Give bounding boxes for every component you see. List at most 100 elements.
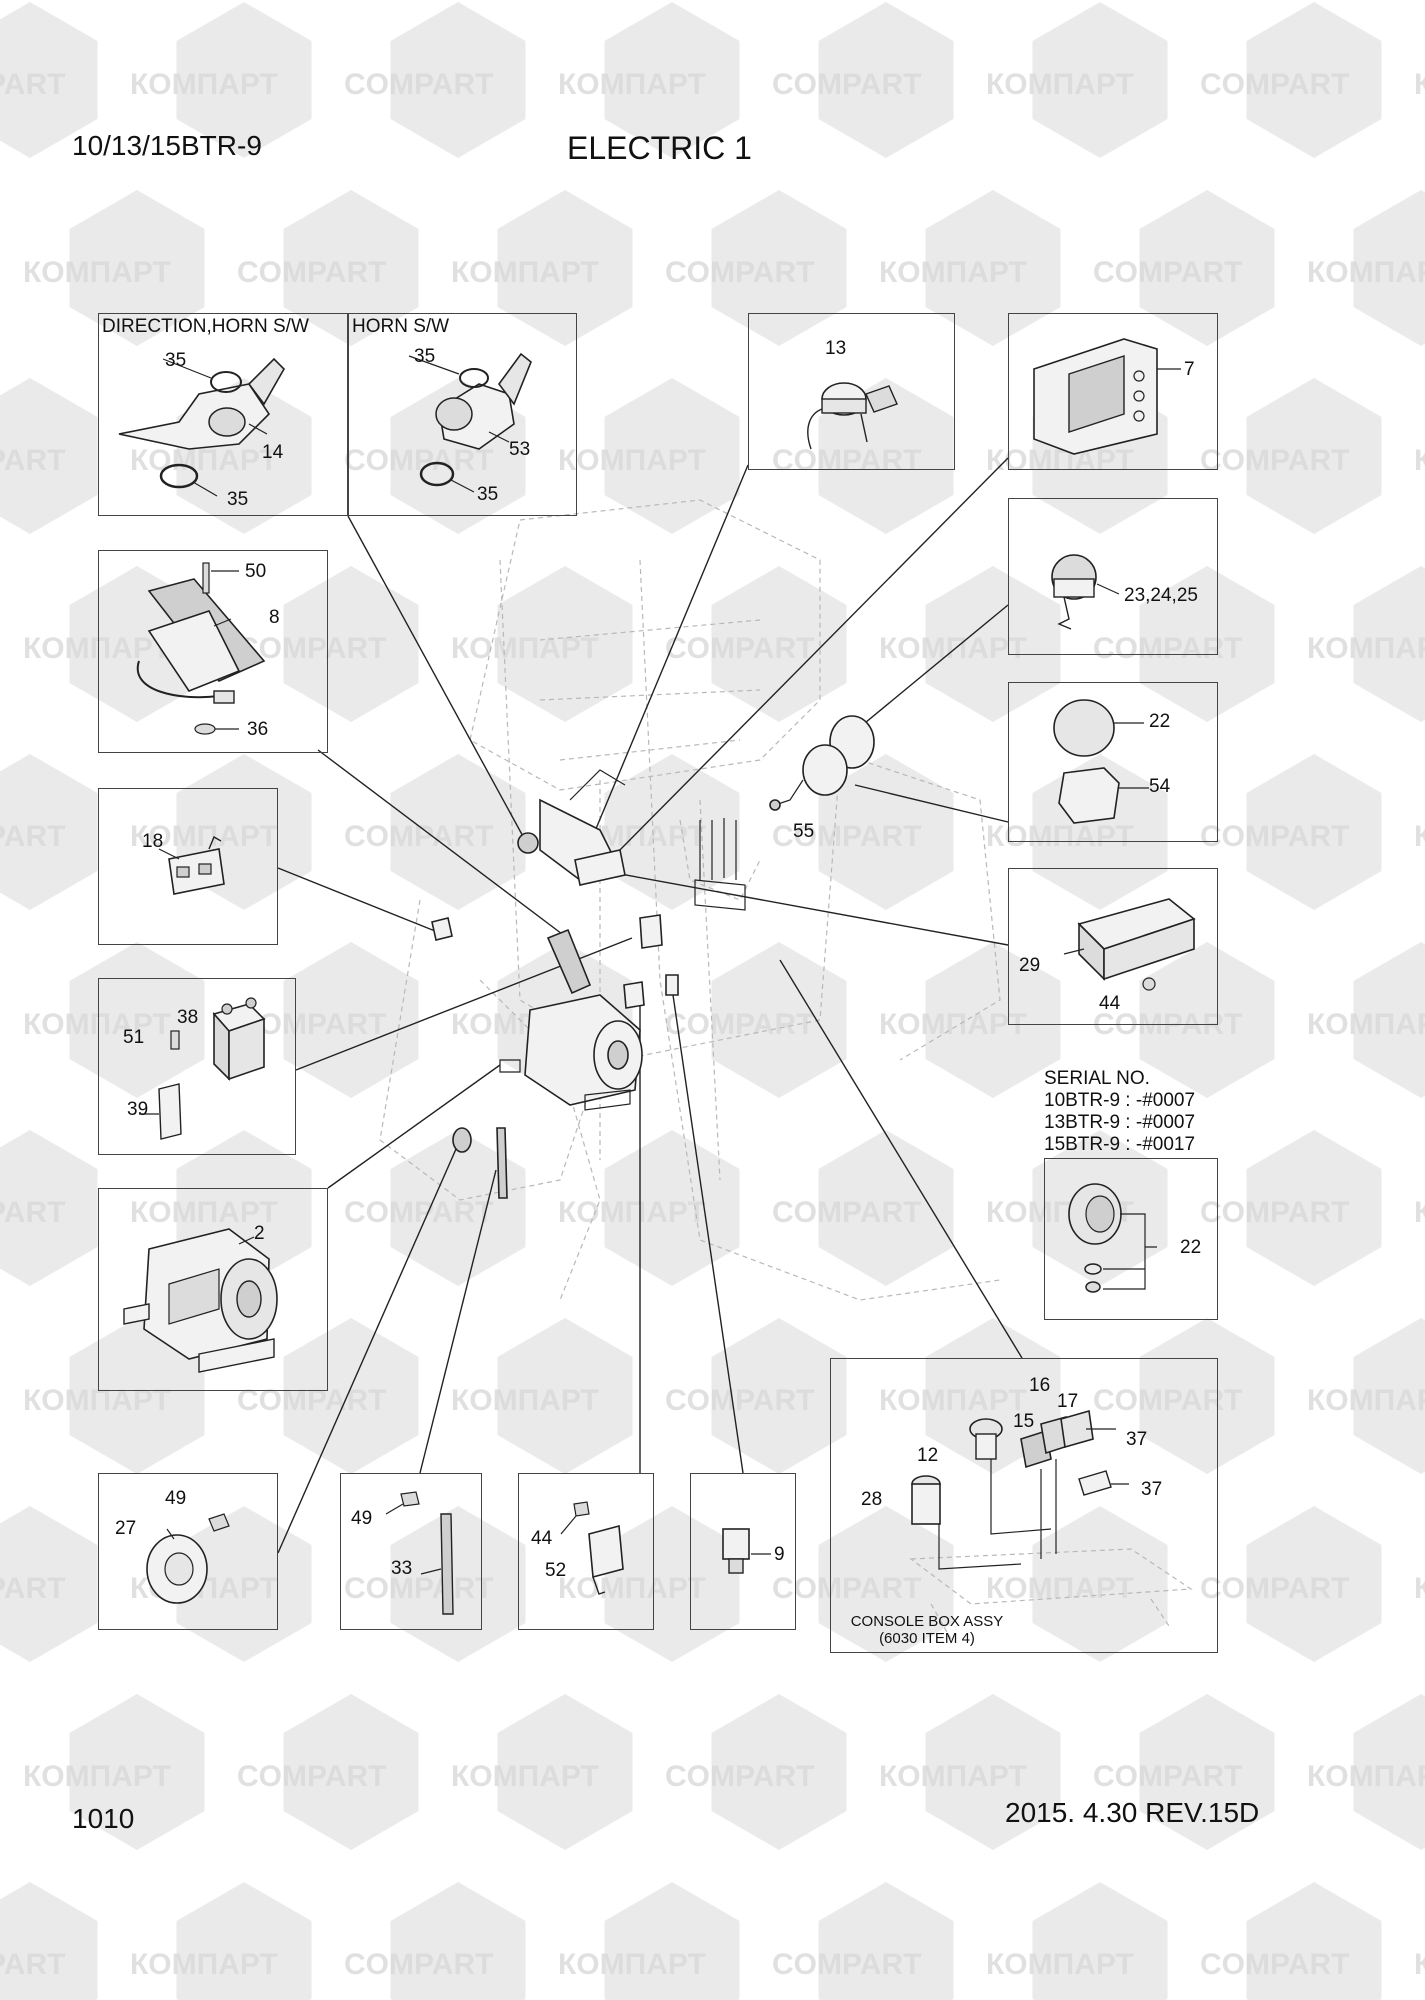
connector-drawing: [158, 835, 225, 895]
callout-38: 38: [177, 1007, 199, 1028]
watermark-hexagon: [390, 2, 526, 158]
watermark-hexagon: [1139, 1318, 1275, 1474]
callout-52: 52: [545, 1560, 567, 1581]
serial-lamp-drawing: [1068, 1183, 1157, 1293]
watermark-hexagon: [818, 1506, 954, 1662]
watermark-text: КОМПАРТ: [1414, 444, 1425, 477]
watermark-text: КОМПАРТ: [1414, 1196, 1425, 1229]
watermark-hexagon: [925, 942, 1061, 1098]
page-number: 1010: [72, 1803, 135, 1834]
watermark-hexagon: [0, 1130, 98, 1286]
box-key-switch: 13: [748, 313, 955, 470]
watermark-hexagon: [925, 190, 1061, 346]
watermark-hexagon: [497, 1318, 633, 1474]
main-assembly-parts: [431, 715, 875, 1199]
relay-drawing: [560, 1501, 624, 1595]
watermark-hexagon: [1246, 754, 1382, 910]
box-title: HORN S/W: [352, 316, 450, 337]
box-ground-strap: 49 33: [340, 1473, 482, 1630]
watermark-hexagon: [69, 1694, 205, 1850]
callout-35: 35: [227, 489, 249, 510]
watermark-hexagon: [711, 942, 847, 1098]
callout-7: 7: [1184, 359, 1195, 380]
callout-37: 37: [1141, 1479, 1163, 1500]
watermark-hexagon: [1139, 190, 1275, 346]
callout-35: 35: [477, 484, 499, 505]
callout-55: 55: [793, 821, 815, 842]
watermark-hexagon: [711, 190, 847, 346]
callout-14: 14: [262, 442, 284, 463]
watermark-hexagon: [1353, 1694, 1425, 1850]
serial-line-10btr: 10BTR-9 : -#0007: [1044, 1090, 1196, 1111]
watermark-hexagon: [604, 1882, 740, 2000]
callout-12: 12: [917, 1445, 939, 1466]
pressure-switch-drawing: [722, 1528, 771, 1574]
watermark-hexagon: [1353, 942, 1425, 1098]
box-relay: 44 52: [518, 1473, 654, 1630]
watermark-hexagon: [1353, 190, 1425, 346]
serial-heading: SERIAL NO.: [1044, 1068, 1150, 1089]
watermark-hexagon: [818, 754, 954, 910]
watermark-hexagon: [390, 754, 526, 910]
horn-buzzer-drawing: [146, 1513, 230, 1604]
watermark-hexagon: [0, 1506, 98, 1662]
watermark-hexagon: [1139, 942, 1275, 1098]
callout-23-24-25: 23,24,25: [1124, 585, 1198, 606]
watermark-hexagon: [1246, 1506, 1382, 1662]
callout-35: 35: [414, 346, 436, 367]
box-horn-switch: HORN S/W 35 53 35: [348, 313, 577, 516]
watermark-hexagon: [0, 754, 98, 910]
callout-35: 35: [165, 350, 187, 371]
serial-line-13btr: 13BTR-9 : -#0007: [1044, 1112, 1196, 1133]
watermark-hexagon: [390, 1882, 526, 2000]
lamps-drawing: [1053, 699, 1149, 824]
watermark-hexagon: [0, 1882, 98, 2000]
watermark-hexagon: [1246, 1882, 1382, 2000]
callout-27: 27: [115, 1518, 137, 1539]
contactor-drawing: [139, 997, 266, 1140]
pedal-drawing: [136, 562, 266, 735]
watermark-hexagon: [1353, 566, 1425, 722]
box-controller: 29 44: [1008, 868, 1218, 1025]
watermark-hexagon: [390, 1130, 526, 1286]
watermark-hexagon: [1032, 2, 1168, 158]
watermark-hexagon: [925, 566, 1061, 722]
watermark-hexagon: [0, 2, 98, 158]
callout-53: 53: [509, 439, 531, 460]
box-title: DIRECTION,HORN S/W: [102, 316, 309, 337]
console-drawing: [909, 1409, 1193, 1640]
beacon-drawing: [1051, 554, 1120, 630]
box-drive-motor: 2: [98, 1188, 328, 1391]
watermark-hexagon: [283, 942, 419, 1098]
watermark-hexagon: [1032, 1882, 1168, 2000]
watermark-hexagon: [283, 1694, 419, 1850]
callout-2: 2: [254, 1223, 265, 1244]
watermark-hexagon: [711, 1318, 847, 1474]
revision-label: 2015. 4.30 REV.15D: [1005, 1797, 1260, 1828]
box-direction-horn-switch: DIRECTION,HORN S/W 35 14 35: [98, 313, 348, 516]
display-drawing: [1033, 338, 1181, 455]
controller-drawing: [1063, 898, 1196, 991]
watermark-text: КОМПАРТ: [1414, 1948, 1425, 1981]
callout-36: 36: [247, 719, 269, 740]
watermark-hexagon: [283, 190, 419, 346]
watermark-hexagon: [497, 566, 633, 722]
watermark-hexagon: [604, 1130, 740, 1286]
watermark-hexagon: [818, 2, 954, 158]
callout-22: 22: [1180, 1237, 1202, 1258]
watermark-hexagon: [497, 1694, 633, 1850]
box-beacon: 23,24,25: [1008, 498, 1218, 655]
callout-18: 18: [142, 831, 164, 852]
callout-54: 54: [1149, 776, 1171, 797]
watermark-hexagon: [390, 1506, 526, 1662]
callout-44: 44: [1099, 993, 1121, 1014]
watermark-hexagon: [283, 1318, 419, 1474]
watermark-hexagon: [604, 754, 740, 910]
callout-22: 22: [1149, 711, 1171, 732]
console-note-line2: (6030 ITEM 4): [879, 1630, 975, 1647]
watermark-hexagon: [818, 1130, 954, 1286]
callout-37: 37: [1126, 1429, 1148, 1450]
horn-switch-drawing: [408, 352, 532, 493]
watermark-hexagon: [1246, 2, 1382, 158]
